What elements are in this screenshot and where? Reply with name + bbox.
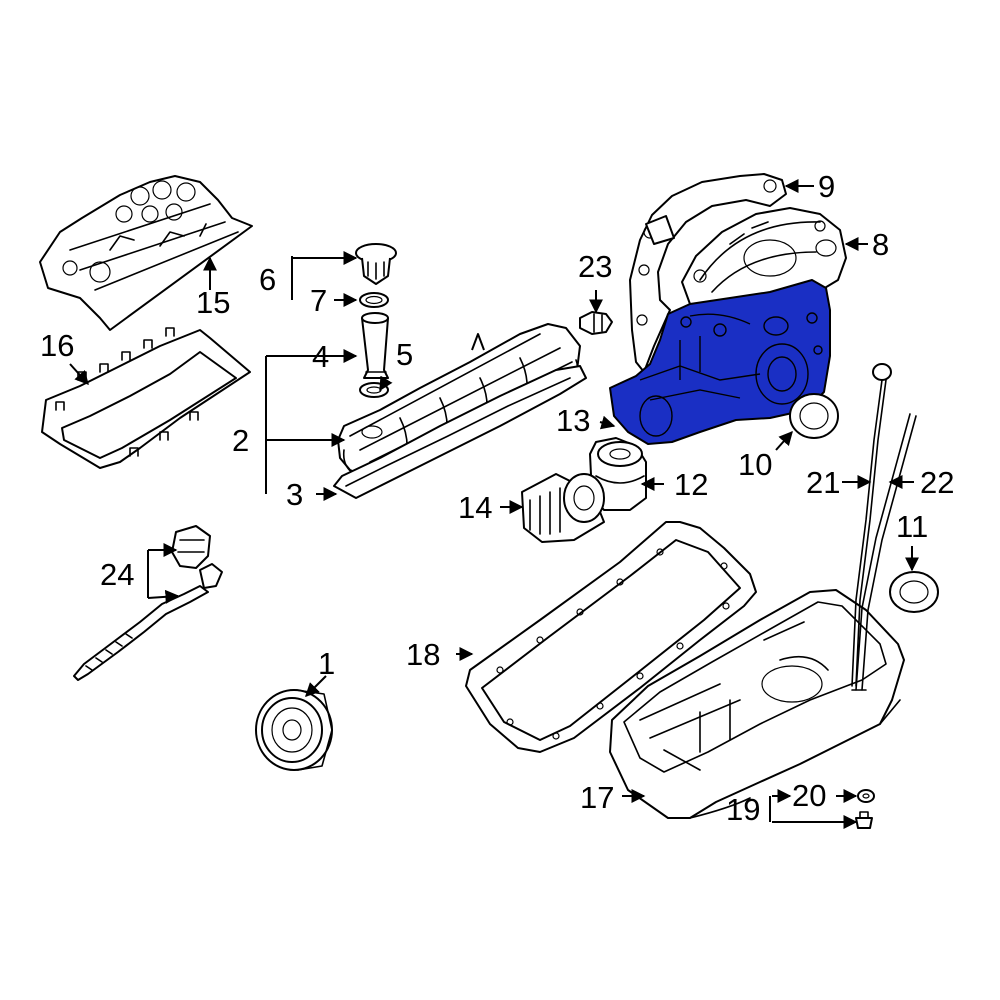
callout-2: 2 [232, 423, 249, 458]
callout-18: 18 [406, 637, 440, 672]
callout-21: 21 [806, 465, 840, 500]
callout-1: 1 [318, 646, 335, 681]
part-18-oil-pan-gasket[interactable] [465, 521, 757, 753]
callout-5: 5 [396, 337, 413, 372]
part-20-drain-washer[interactable] [857, 789, 875, 803]
callout-7: 7 [310, 283, 327, 318]
callout-8: 8 [872, 227, 889, 262]
part-4-filler-tube[interactable] [361, 312, 389, 379]
part-22-dipstick[interactable] [851, 363, 892, 687]
callout-3: 3 [286, 477, 303, 512]
callout-11: 11 [896, 509, 928, 544]
callout-19: 19 [726, 792, 760, 827]
part-10-front-seal[interactable] [789, 393, 839, 439]
callout-labels: 1 2 3 4 5 6 7 8 9 10 11 12 13 14 15 16 1… [40, 169, 954, 827]
callout-9: 9 [818, 169, 835, 204]
part-17-oil-pan[interactable] [609, 589, 905, 819]
part-1-crank-pulley[interactable] [255, 689, 333, 771]
callout-4: 4 [312, 339, 329, 374]
part-6-oil-filler-cap[interactable] [355, 243, 397, 285]
part-13-timing-cover[interactable] [609, 279, 831, 445]
callout-12: 12 [674, 467, 708, 502]
callout-15: 15 [196, 285, 230, 320]
part-11-rear-seal[interactable] [889, 571, 939, 613]
part-14-oil-filter[interactable] [521, 473, 605, 543]
callout-10: 10 [738, 447, 772, 482]
part-9-timing-cover-gasket[interactable] [629, 173, 787, 373]
part-23-sensor[interactable] [579, 311, 613, 335]
callout-14: 14 [458, 490, 492, 525]
part-3-valve-cover-gasket[interactable] [333, 365, 587, 499]
callout-23: 23 [578, 249, 612, 284]
callout-20: 20 [792, 778, 826, 813]
part-15-intake-manifold[interactable] [39, 175, 253, 331]
callout-22: 22 [920, 465, 954, 500]
callout-16: 16 [40, 328, 74, 363]
part-19-drain-plug[interactable] [855, 811, 873, 829]
callout-13: 13 [556, 403, 590, 438]
leader-lines [69, 179, 919, 829]
part-7-o-ring[interactable] [359, 292, 389, 308]
callout-6: 6 [259, 262, 276, 297]
callout-17: 17 [580, 780, 614, 815]
callout-24: 24 [100, 557, 134, 592]
part-24-sensor-harness[interactable] [73, 525, 223, 681]
